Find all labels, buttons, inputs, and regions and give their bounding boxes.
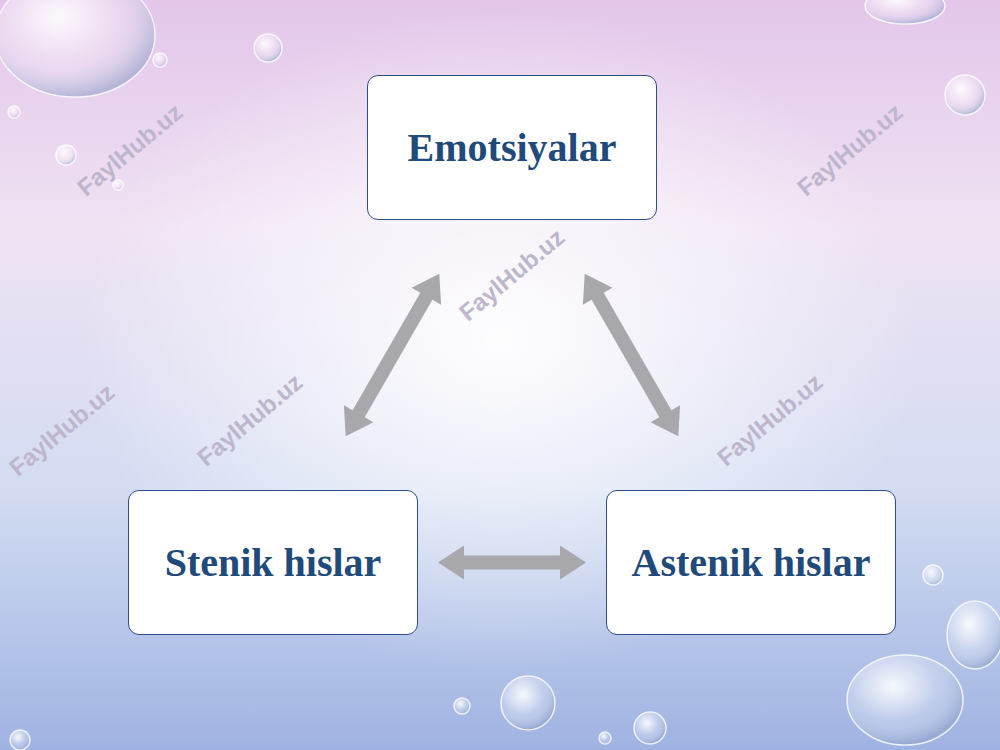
double-arrow [344, 274, 441, 437]
text-box: Astenik hislar [606, 490, 896, 635]
box-text: Emotsiyalar [408, 125, 617, 171]
text-box: Emotsiyalar [367, 75, 657, 220]
double-arrow [438, 546, 586, 580]
watermark: FaylHub.uz [72, 98, 188, 202]
box-text: Stenik hislar [165, 540, 382, 586]
watermark: FaylHub.uz [792, 98, 908, 202]
watermark: FaylHub.uz [4, 378, 120, 482]
watermark: FaylHub.uz [454, 223, 570, 327]
watermark: FaylHub.uz [192, 368, 308, 472]
double-arrow [583, 274, 680, 437]
box-text: Astenik hislar [632, 540, 871, 586]
watermark: FaylHub.uz [712, 368, 828, 472]
text-box: Stenik hislar [128, 490, 418, 635]
